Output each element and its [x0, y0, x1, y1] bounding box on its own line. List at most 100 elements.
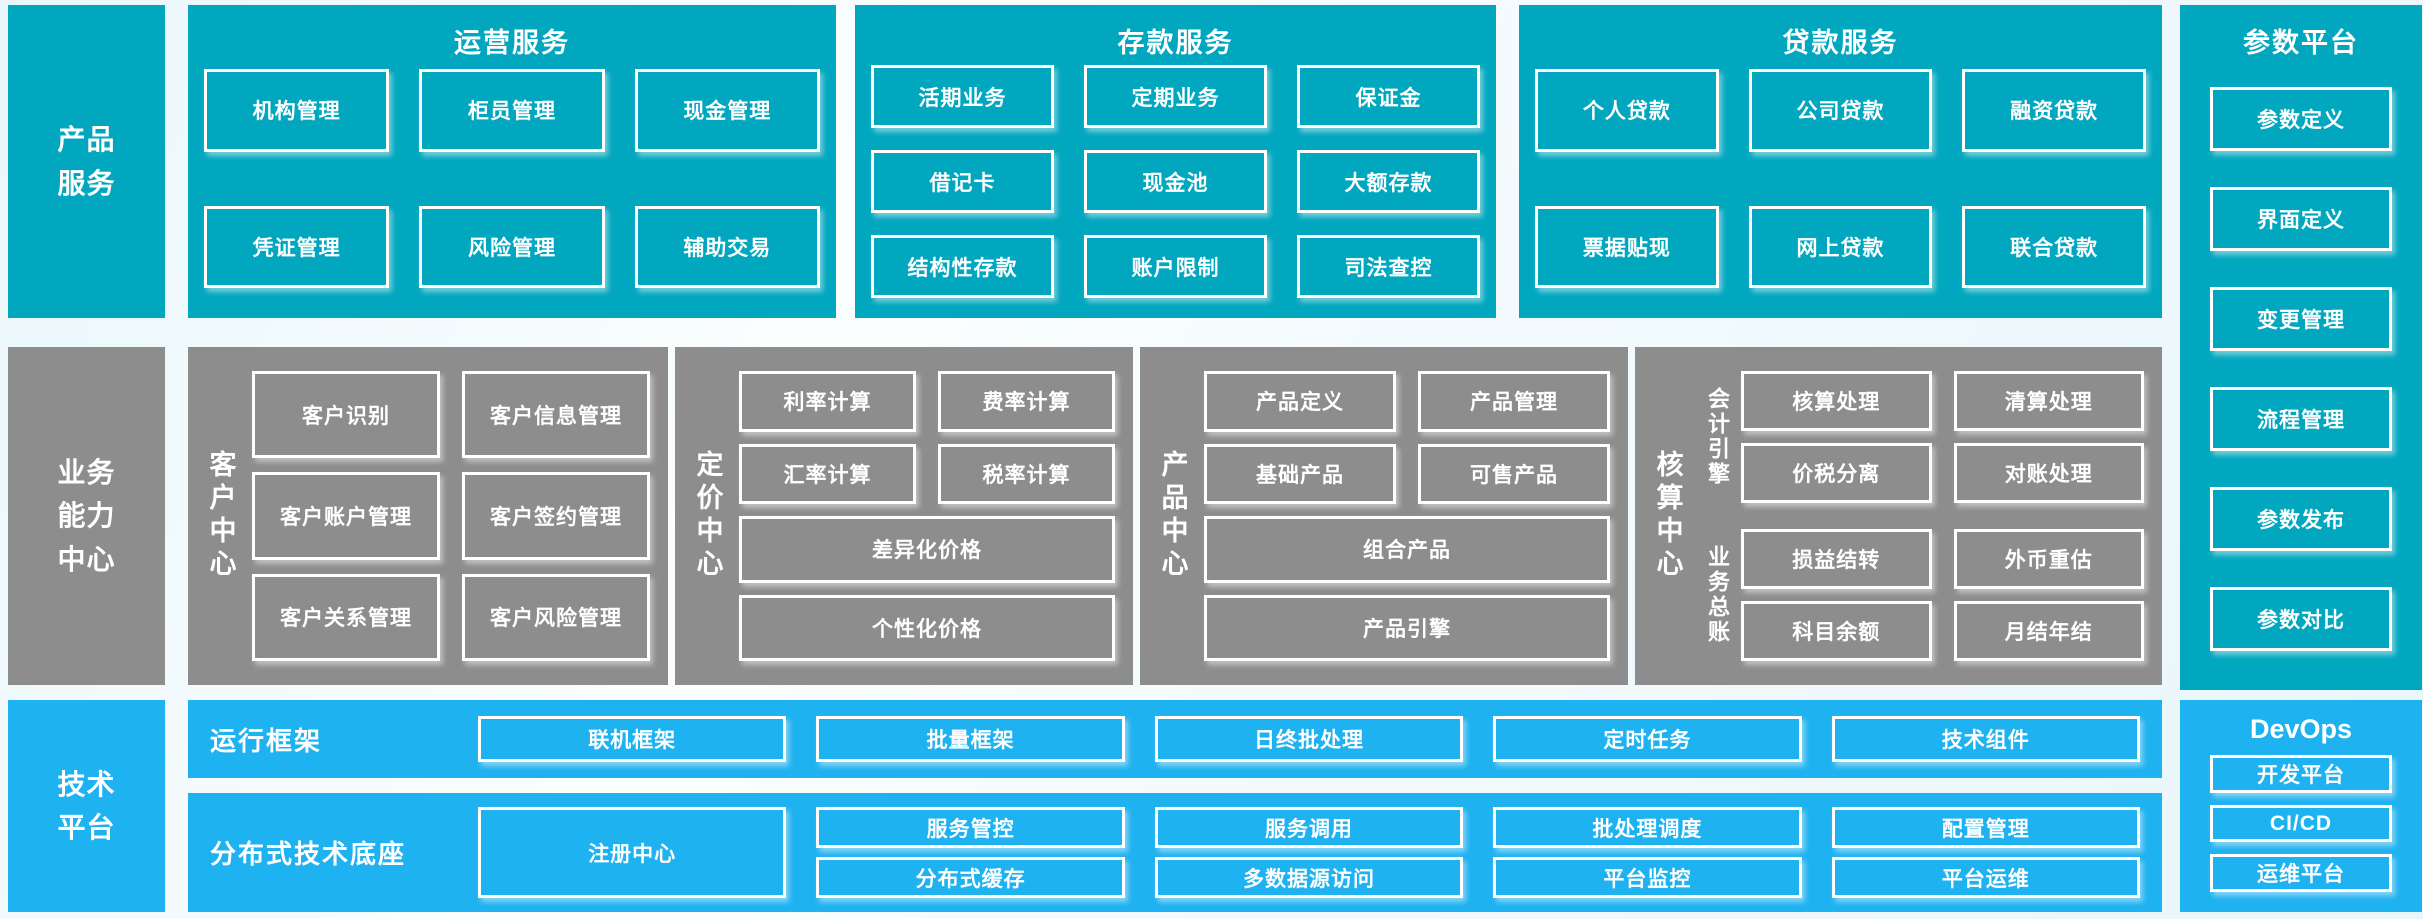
- module-box: 客户签约管理: [462, 472, 650, 560]
- center-label: 核算中心: [1652, 450, 1683, 582]
- module-box: 活期业务: [871, 65, 1054, 128]
- panel-parameter-platform: 参数平台 参数定义 界面定义 变更管理 流程管理 参数发布 参数对比: [2180, 5, 2422, 690]
- group-label: 业务总账: [1705, 545, 1730, 645]
- module-box: 融资贷款: [1962, 69, 2146, 152]
- module-grid: 联机框架 批量框架 日终批处理 定时任务 技术组件: [478, 716, 2140, 762]
- module-box: 价税分离: [1741, 443, 1932, 503]
- module-box: 联合贷款: [1962, 205, 2146, 288]
- module-row: 利率计算 费率计算: [739, 371, 1115, 432]
- module-box: 网上贷款: [1748, 205, 1933, 288]
- panel-title: 贷款服务: [1782, 28, 1899, 58]
- panel-deposit-services: 存款服务 活期业务 定期业务 保证金 借记卡 现金池 大额存款 结构性存款 账户…: [855, 5, 1496, 318]
- module-box: 产品引擎: [1204, 594, 1610, 661]
- group-label: 会计引擎: [1705, 387, 1730, 487]
- module-box: 多数据源访问: [1154, 857, 1464, 898]
- module-box: 个性化价格: [739, 594, 1115, 661]
- module-box: CI/CD: [2210, 804, 2392, 843]
- module-box: 产品定义: [1204, 371, 1396, 432]
- panel-product-center: 产品中心 产品定义 产品管理 基础产品 可售产品 组合产品 产品引擎: [1140, 347, 1628, 685]
- module-box: 保证金: [1297, 65, 1480, 128]
- module-box: 日终批处理: [1154, 716, 1464, 762]
- module-box: 参数发布: [2210, 487, 2392, 551]
- module-box: 科目余额: [1741, 601, 1932, 661]
- center-label: 定价中心: [692, 450, 723, 582]
- module-box: 风险管理: [419, 205, 605, 288]
- panel-distributed-base: 分布式技术底座 注册中心 服务管控 服务调用 批处理调度 配置管理 分布式缓存 …: [188, 793, 2162, 912]
- module-box: 公司贷款: [1748, 69, 1933, 152]
- module-box: 定时任务: [1493, 716, 1802, 762]
- module-box: 司法查控: [1297, 235, 1480, 298]
- module-grid: 活期业务 定期业务 保证金 借记卡 现金池 大额存款 结构性存款 账户限制 司法…: [855, 61, 1496, 318]
- module-box: 流程管理: [2210, 387, 2392, 451]
- module-box: 批量框架: [816, 716, 1125, 762]
- module-row: 产品定义 产品管理: [1204, 371, 1610, 432]
- module-box: 账户限制: [1084, 235, 1267, 298]
- module-stack: 参数定义 界面定义 变更管理 流程管理 参数发布 参数对比: [2180, 61, 2422, 690]
- panel-operation-services: 运营服务 机构管理 柜员管理 现金管理 凭证管理 风险管理 辅助交易: [188, 5, 836, 318]
- module-box: 对账处理: [1953, 443, 2144, 503]
- module-box: 变更管理: [2210, 287, 2392, 351]
- module-stack: 利率计算 费率计算 汇率计算 税率计算 差异化价格 个性化价格: [739, 371, 1115, 661]
- module-box: 凭证管理: [204, 205, 390, 288]
- module-box: 个人贷款: [1535, 69, 1719, 152]
- module-box: 服务调用: [1154, 807, 1464, 848]
- module-box: 结构性存款: [871, 235, 1054, 298]
- module-box: 客户关系管理: [252, 573, 440, 661]
- panel-title: 参数平台: [2243, 28, 2359, 58]
- panel-pricing-center: 定价中心 利率计算 费率计算 汇率计算 税率计算 差异化价格 个性化价格: [675, 347, 1133, 685]
- module-box: 注册中心: [478, 807, 787, 898]
- module-box: 客户风险管理: [462, 573, 650, 661]
- module-box: 机构管理: [204, 69, 390, 152]
- module-box: 利率计算: [739, 371, 916, 432]
- module-box: 可售产品: [1418, 443, 1610, 504]
- module-box: 客户账户管理: [252, 472, 440, 560]
- panel-loan-services: 贷款服务 个人贷款 公司贷款 融资贷款 票据贴现 网上贷款 联合贷款: [1519, 5, 2162, 318]
- row-label: 运行框架: [210, 725, 323, 756]
- module-grid: 个人贷款 公司贷款 融资贷款 票据贴现 网上贷款 联合贷款: [1519, 61, 2162, 318]
- module-box: 核算处理: [1741, 371, 1932, 431]
- module-box: 票据贴现: [1535, 205, 1719, 288]
- module-box: 客户识别: [252, 371, 440, 459]
- module-box: 借记卡: [871, 150, 1054, 213]
- module-row: 基础产品 可售产品: [1204, 443, 1610, 504]
- module-box: 批处理调度: [1493, 807, 1802, 848]
- panel-title: 存款服务: [1117, 28, 1234, 58]
- module-box: 外币重估: [1953, 529, 2144, 589]
- accounting-engine-group: 会计引擎 核算处理 清算处理 价税分离 对账处理: [1699, 371, 2144, 503]
- module-stack: 会计引擎 核算处理 清算处理 价税分离 对账处理 业务总账 损益结转 外币重估 …: [1699, 371, 2144, 661]
- rail-label-business-capability: 业务 能力 中心: [8, 347, 165, 685]
- module-box: 基础产品: [1204, 443, 1396, 504]
- module-grid: 机构管理 柜员管理 现金管理 凭证管理 风险管理 辅助交易: [188, 61, 836, 318]
- module-box: 月结年结: [1953, 601, 2144, 661]
- module-grid: 损益结转 外币重估 科目余额 月结年结: [1741, 529, 2144, 661]
- panel-title: DevOps: [2249, 714, 2353, 744]
- module-box: 清算处理: [1953, 371, 2144, 431]
- module-box: 参数定义: [2210, 87, 2392, 151]
- module-box: 损益结转: [1741, 529, 1932, 589]
- module-box: 汇率计算: [739, 443, 916, 504]
- center-label: 客户中心: [205, 450, 236, 582]
- module-box: 分布式缓存: [816, 857, 1125, 898]
- module-box: 差异化价格: [739, 516, 1115, 583]
- panel-runtime-framework: 运行框架 联机框架 批量框架 日终批处理 定时任务 技术组件: [188, 700, 2162, 778]
- module-box: 大额存款: [1297, 150, 1480, 213]
- panel-title: 运营服务: [454, 28, 570, 58]
- module-box: 服务管控: [816, 807, 1125, 848]
- module-box: 现金池: [1084, 150, 1267, 213]
- rail-label-product-services: 产品 服务: [8, 5, 165, 318]
- module-box: 平台监控: [1493, 857, 1802, 898]
- panel-customer-center: 客户中心 客户识别 客户信息管理 客户账户管理 客户签约管理 客户关系管理 客户…: [188, 347, 668, 685]
- business-ledger-group: 业务总账 损益结转 外币重估 科目余额 月结年结: [1699, 529, 2144, 661]
- module-box: 现金管理: [634, 69, 820, 152]
- module-stack: 开发平台 CI/CD 运维平台: [2180, 755, 2422, 912]
- module-box: 技术组件: [1831, 716, 2140, 762]
- module-box: 客户信息管理: [462, 371, 650, 459]
- rail-label-tech-platform: 技术 平台: [8, 700, 165, 912]
- module-box: 参数对比: [2210, 587, 2392, 651]
- module-box: 联机框架: [478, 716, 787, 762]
- module-box: 运维平台: [2210, 854, 2392, 893]
- module-box: 配置管理: [1831, 807, 2140, 848]
- module-box: 柜员管理: [419, 69, 605, 152]
- module-box: 开发平台: [2210, 755, 2392, 793]
- module-box: 组合产品: [1204, 516, 1610, 583]
